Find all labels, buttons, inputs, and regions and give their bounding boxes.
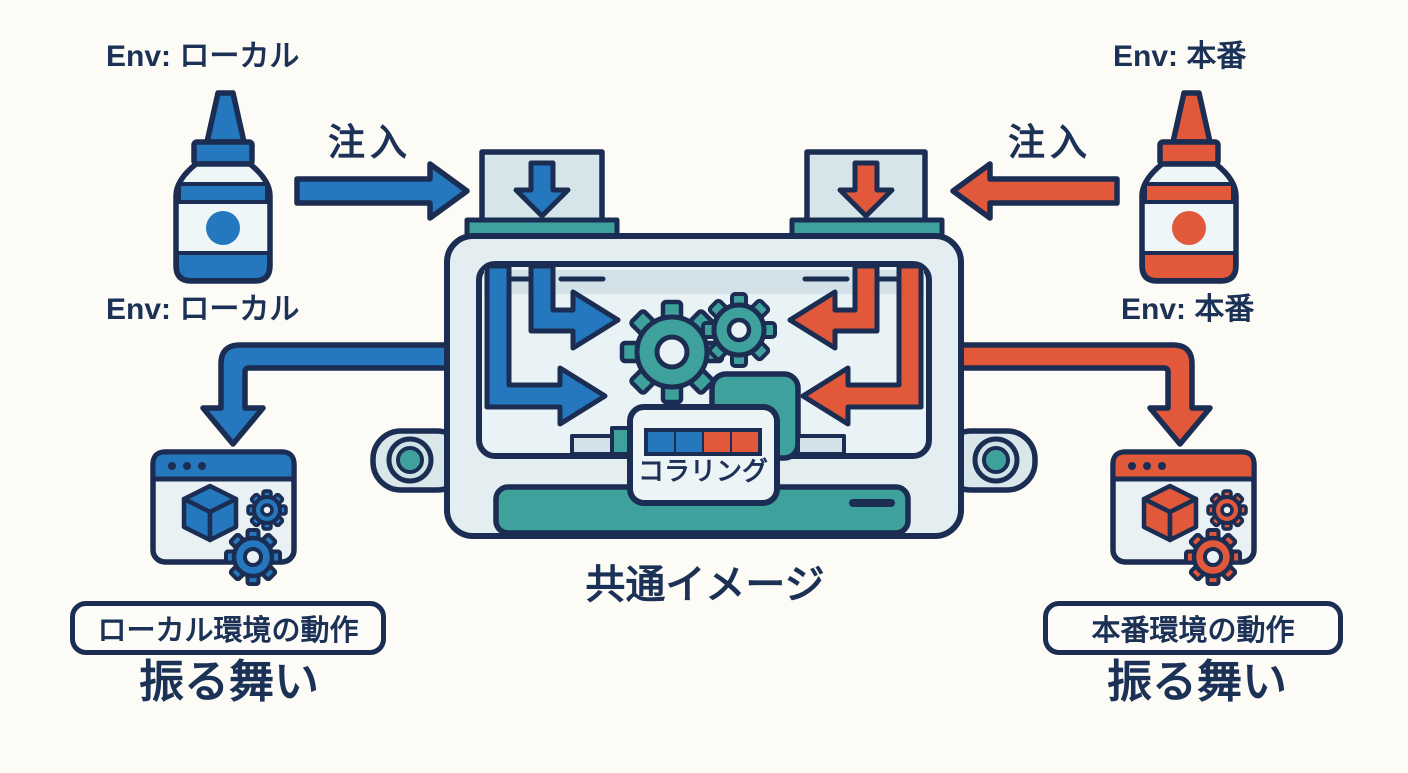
machine-base-slot	[849, 499, 895, 507]
gear-large-orange-icon	[1184, 528, 1242, 586]
inject-label-right: 注入	[1008, 122, 1092, 163]
env-chip-blue-2	[676, 432, 702, 452]
env-local-label-top: Env: ローカル	[106, 40, 300, 73]
env-chip-blue-1	[648, 432, 674, 452]
app-window-local-icon	[150, 449, 297, 586]
inject-arrow-right	[950, 161, 1120, 221]
gear-large-blue-icon	[224, 528, 282, 586]
internal-pipe-blue-upper	[528, 263, 621, 351]
gear-small-icon	[701, 292, 777, 368]
env-local-label-bottom: Env: ローカル	[106, 293, 300, 326]
cube-icon-orange	[1141, 483, 1199, 543]
inject-arrow-left	[294, 161, 470, 221]
output-arrow-production	[957, 342, 1213, 447]
inject-label-left: 注入	[328, 122, 412, 163]
env-bottle-production-icon	[1139, 90, 1239, 284]
gear-large-icon	[619, 299, 725, 405]
internal-pipe-orange-lower	[800, 263, 924, 427]
machine-inlet-right	[789, 149, 945, 239]
machine-caption: 共通イメージ	[585, 563, 825, 607]
inlet-down-arrow-blue	[513, 160, 571, 219]
output-arrow-local	[200, 342, 450, 447]
env-production-label-bottom: Env: 本番	[1121, 293, 1255, 326]
machine-icon	[370, 149, 1038, 539]
production-behavior-label: 振る舞い	[1106, 656, 1288, 707]
gear-small-blue-icon	[246, 489, 288, 531]
internal-pipe-blue-lower	[484, 263, 608, 427]
production-behavior-box: 本番環境の動作	[1043, 601, 1343, 655]
coupling-panel	[627, 404, 780, 506]
coupling-panel-label: コラリング	[637, 456, 769, 486]
env-production-label-top: Env: 本番	[1113, 40, 1247, 73]
app-window-production-icon	[1110, 449, 1257, 586]
cube-icon-blue	[181, 483, 239, 543]
gear-small-orange-icon	[1206, 489, 1248, 531]
env-bottle-local-icon	[173, 90, 273, 284]
inlet-down-arrow-orange	[837, 160, 895, 219]
machine-inlet-left	[464, 149, 620, 239]
local-behavior-box: ローカル環境の動作	[70, 601, 386, 655]
env-chip-orange-1	[704, 432, 730, 452]
local-behavior-label: 振る舞い	[138, 656, 320, 707]
env-chip-orange-2	[732, 432, 758, 452]
internal-pipe-orange-upper	[787, 263, 880, 351]
